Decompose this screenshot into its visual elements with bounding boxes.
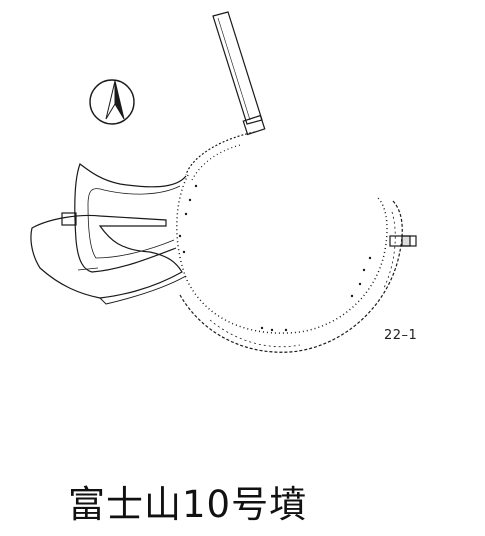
trench-east <box>389 235 417 247</box>
north-arrow-icon <box>89 79 135 125</box>
ditch-outline <box>179 131 403 353</box>
site-title: 富士山10号墳 <box>68 483 308 526</box>
tumulus-plan <box>30 11 417 353</box>
trench-north <box>212 11 266 136</box>
figure-number: 22–1 <box>384 328 418 343</box>
trench-west <box>30 212 187 305</box>
stone-dots <box>178 184 372 332</box>
front-section <box>74 163 187 273</box>
mound-circle <box>176 144 388 334</box>
